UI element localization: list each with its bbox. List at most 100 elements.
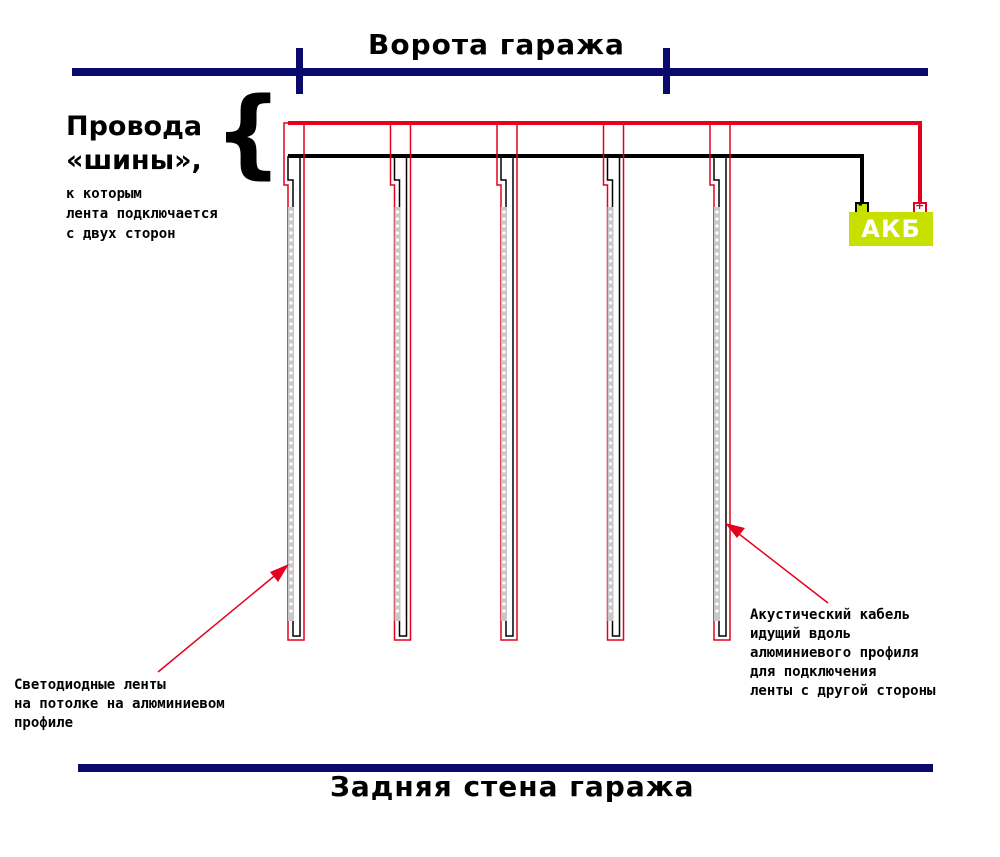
back-wall [78,764,933,772]
led-chip [608,462,613,466]
led-chip [502,525,506,529]
led-chip [715,539,719,543]
gate-right-post [663,48,670,94]
led-chip [289,308,293,312]
led-chip [502,364,506,368]
led-chip [395,329,400,333]
led-chip [608,497,613,501]
led-chip [289,441,293,445]
led-chip [608,245,613,249]
led-chip [289,371,293,375]
led-chip [715,343,719,347]
led-chip [289,483,293,487]
led-chip [715,469,719,473]
led-chip [289,231,293,235]
led-chip [502,357,506,361]
led-chip [608,602,613,606]
led-chip [608,560,613,564]
led-chip [502,497,506,501]
led-chip [502,406,506,410]
led-chip [289,574,293,578]
led-chip [289,385,293,389]
led-chip [395,434,400,438]
led-chip [715,357,719,361]
led-chip [715,280,719,284]
cable-note-line-4: для подключения [750,664,877,680]
led-chip [289,378,293,382]
cable-note-arrowhead [725,523,745,538]
led-chip [395,595,400,599]
cable-note-pointer-line [729,526,829,604]
led-chip [502,448,506,452]
led-chip [502,581,506,585]
cable-note-line-3: алюминиевого профиля [750,645,919,661]
negative-bus-wire [288,154,864,207]
led-chip [395,413,400,417]
led-chip [608,525,613,529]
led-note-pointer-line [157,567,285,673]
led-chip [289,252,293,256]
led-note-line-2: на потолке на алюминиевом [14,696,225,712]
led-chip [502,399,506,403]
led-chip [608,546,613,550]
red-feed-wire-2 [389,122,412,641]
led-strips-group [283,122,731,641]
led-chip [715,287,719,291]
led-chip [502,392,506,396]
led-chip [289,476,293,480]
led-chip [502,504,506,508]
led-chip [395,364,400,368]
led-chip [502,553,506,557]
led-chip [395,518,400,522]
led-chip [502,231,506,235]
led-chip [608,427,613,431]
led-chip [502,413,506,417]
led-chip [395,609,400,613]
led-chip [608,483,613,487]
red-feed-wire-3 [496,122,518,641]
led-chip [289,322,293,326]
red-feed-wire-4 [602,122,625,641]
led-chip [289,581,293,585]
led-chip [715,259,719,263]
led-chip [502,266,506,270]
led-chip [608,532,613,536]
led-chip [502,560,506,564]
cable-note-line-5: ленты с другой стороны [750,683,936,699]
led-chip [395,406,400,410]
led-chip [502,343,506,347]
led-chip [502,532,506,536]
led-chip [715,378,719,382]
led-chip [502,210,506,214]
led-chip [715,238,719,242]
back-wall-title: Задняя стена гаража [330,770,695,803]
led-chip [395,476,400,480]
led-chip [715,546,719,550]
led-strips-note: Светодиодные ленты на потолке на алюмини… [14,676,225,733]
led-chip [502,588,506,592]
led-chip [715,560,719,564]
led-chip [395,448,400,452]
led-chip [395,252,400,256]
led-chip [395,504,400,508]
led-chip [289,350,293,354]
led-chip [395,441,400,445]
led-chip [395,497,400,501]
bus-desc-line-1: к которым [66,186,142,202]
led-chip [289,567,293,571]
led-chip [395,532,400,536]
led-chip [289,266,293,270]
led-chip [608,231,613,235]
led-chip [715,336,719,340]
led-chip [395,490,400,494]
led-chip [608,350,613,354]
led-chip [395,574,400,578]
led-chip [289,364,293,368]
led-chip [502,518,506,522]
led-chip [715,252,719,256]
led-chip [289,504,293,508]
cable-note-line-1: Акустический кабель [750,607,911,623]
led-chip [289,525,293,529]
led-chip [289,560,293,564]
